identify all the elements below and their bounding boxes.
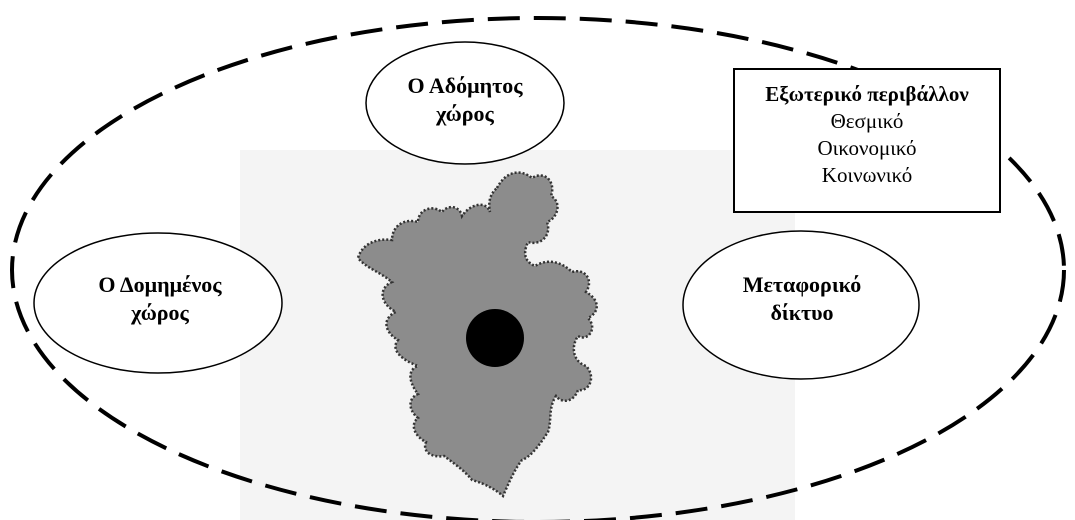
unbuilt-space-ellipse xyxy=(365,41,565,165)
external-environment-box: Εξωτερικό περιβάλλον Θεσμικό Οικονομικό … xyxy=(733,68,1001,213)
unbuilt-space-line1: Ο Αδόμητος xyxy=(407,73,523,98)
built-space-ellipse xyxy=(33,232,283,374)
built-space-line2: χώρος xyxy=(131,300,189,325)
transport-network-label: Μεταφορικό δίκτυο xyxy=(743,271,862,327)
env-item-institutional: Θεσμικό xyxy=(830,109,904,133)
city-core-dot xyxy=(466,309,524,367)
built-space-line1: Ο Δομημένος xyxy=(98,272,222,297)
unbuilt-space-line2: χώρος xyxy=(436,101,494,126)
unbuilt-space-label: Ο Αδόμητος χώρος xyxy=(407,72,522,128)
built-space-label: Ο Δομημένος χώρος xyxy=(98,271,221,327)
transport-network-line1: Μεταφορικό xyxy=(742,272,862,297)
transport-network-ellipse xyxy=(682,230,920,380)
external-environment-title: Εξωτερικό περιβάλλον xyxy=(765,82,969,106)
env-item-economic: Οικονομικό xyxy=(817,136,917,160)
outer-boundary-dashed-ellipse xyxy=(10,16,1066,520)
env-item-social: Κοινωνικό xyxy=(821,163,913,187)
transport-network-line2: δίκτυο xyxy=(770,300,834,325)
